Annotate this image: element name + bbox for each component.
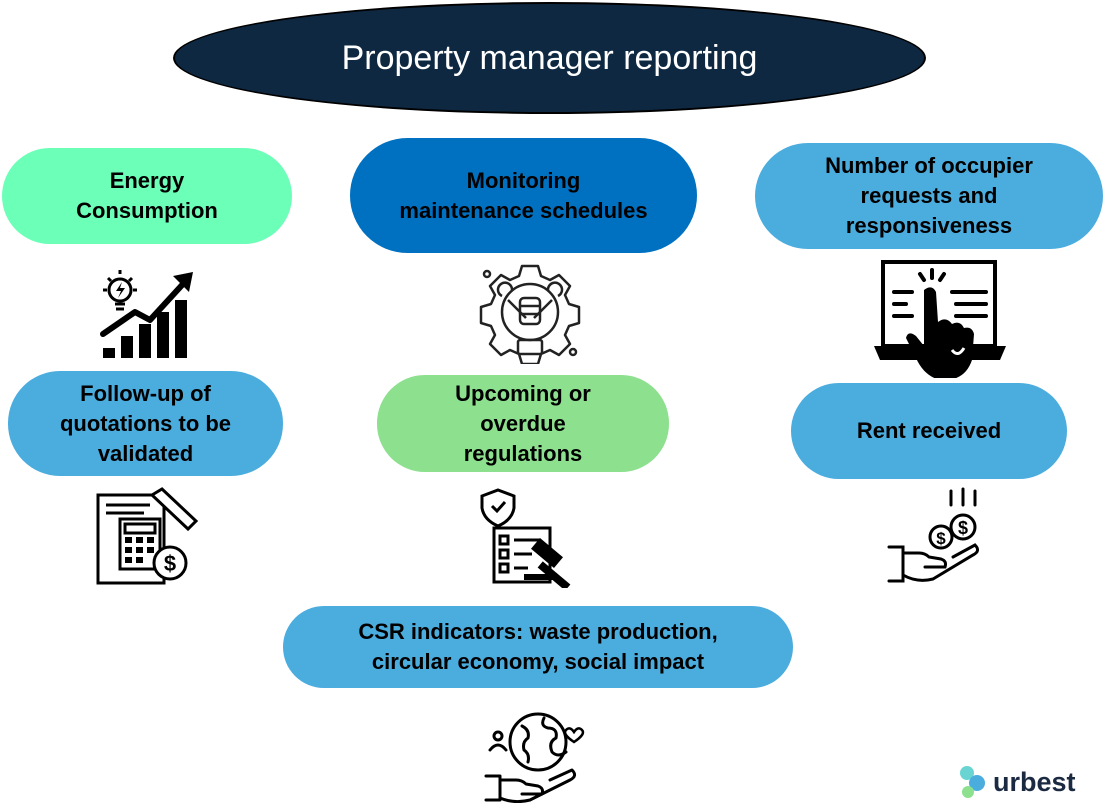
card-regulations-line-3: regulations [463,440,583,466]
calculator-invoice-icon: $ [96,487,199,585]
card-quotations-line-3: validated [97,440,194,466]
card-maintenance-line-1: Monitoring [466,167,581,193]
card-csr-line-2: circular economy, social impact [371,649,705,674]
card-regulations-line-1: Upcoming or [455,380,591,406]
card-quotations-line-1: Follow-up of [80,380,211,406]
svg-text:$: $ [958,518,968,538]
card-energy-line-1: Energy [109,168,185,193]
card-regulations-line-2: overdue [480,410,566,436]
card-maintenance-schedules: Monitoring maintenance schedules [350,138,697,253]
card-regulations: Upcoming or overdue regulations [377,375,669,472]
card-occupier-requests: Number of occupier requests and responsi… [755,143,1103,249]
card-energy-consumption: Energy Consumption [2,148,292,244]
laptop-touch-icon [874,260,1006,378]
card-occupier-line-3: responsiveness [845,213,1013,238]
svg-text:$: $ [164,551,176,576]
hand-globe-icon [484,712,585,803]
card-csr-line-1: CSR indicators: waste production, [358,619,718,644]
card-quotations: Follow-up of quotations to be validated [8,371,283,476]
urbest-logo: urbest [957,765,1076,799]
card-rent-received: Rent received [791,383,1067,479]
card-occupier-line-1: Number of occupier [825,153,1033,178]
checklist-gavel-icon [480,488,571,588]
card-rent-line-1: Rent received [856,418,1002,443]
card-quotations-line-2: quotations to be [59,410,232,436]
card-energy-line-2: Consumption [76,198,218,223]
urbest-logo-text: urbest [993,766,1076,797]
title-banner: Property manager reporting [173,2,926,114]
card-maintenance-line-2: maintenance schedules [399,197,648,223]
svg-text:$: $ [936,529,946,548]
card-csr-indicators: CSR indicators: waste production, circul… [283,606,793,688]
urbest-logo-icon [960,766,985,798]
lightbulb-growth-chart-icon [100,270,193,358]
card-occupier-line-2: requests and [860,183,998,208]
hand-coins-icon: $ $ [887,487,980,583]
page-title: Property manager reporting [341,38,758,77]
gear-wrench-hand-icon [479,264,581,364]
